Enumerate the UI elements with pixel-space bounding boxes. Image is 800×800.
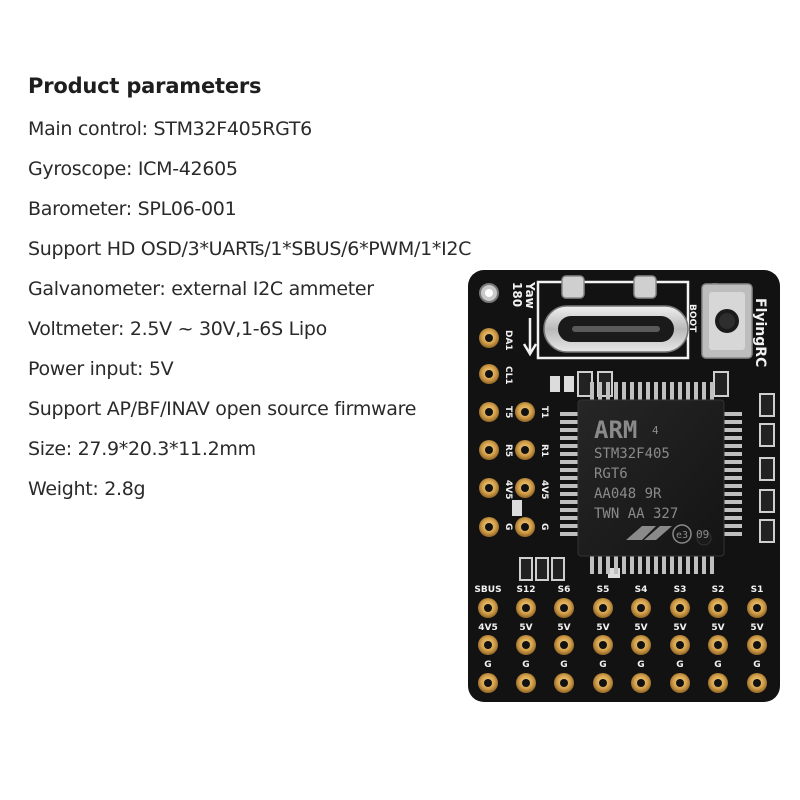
left-pad-column xyxy=(479,328,535,537)
chip-line-2: RGT6 xyxy=(594,466,628,482)
row-label-5v: 5V xyxy=(673,623,686,633)
col-header-s4: S4 xyxy=(635,585,648,595)
chip-code: 09 xyxy=(696,528,709,541)
spec-gyroscope: Gyroscope: ICM-42605 xyxy=(28,158,238,180)
col-header-s12: S12 xyxy=(516,585,535,595)
bottom-pad-grid: SBUS S12 S6 S5 S4 S3 S2 S1 4V5 5V 5V 5V … xyxy=(474,585,767,693)
brand-label: FlyingRC xyxy=(752,298,768,367)
arrow-down-icon xyxy=(522,318,538,357)
pad-label-r5: R5 xyxy=(503,444,513,457)
board-illustration: ARM 4 STM32F405 RGT6 AA048 9R TWN AA 327… xyxy=(468,270,780,702)
row-label-g: G xyxy=(714,660,721,670)
spec-power-input: Power input: 5V xyxy=(28,358,174,380)
usb-c-connector xyxy=(536,275,690,360)
row-label-5v: 5V xyxy=(711,623,724,633)
pad-label-inner-g: G xyxy=(539,523,549,530)
spec-barometer: Barometer: SPL06-001 xyxy=(28,198,237,220)
row-label-5v: 5V xyxy=(519,623,532,633)
pad-label-inner-4v5: 4V5 xyxy=(539,480,549,500)
col-header-s6: S6 xyxy=(558,585,571,595)
row-label-5v: 5V xyxy=(557,623,570,633)
spec-weight: Weight: 2.8g xyxy=(28,478,146,500)
stm32-chip: ARM 4 STM32F405 RGT6 AA048 9R TWN AA 327… xyxy=(560,382,742,574)
boot-label: BOOT xyxy=(687,304,697,333)
flight-controller-board: ARM 4 STM32F405 RGT6 AA048 9R TWN AA 327… xyxy=(466,268,782,704)
pad-label-g: G xyxy=(503,523,513,530)
pad-label-t5: T5 xyxy=(503,406,513,418)
chip-line-4: TWN AA 327 xyxy=(594,506,678,522)
row-label-g: G xyxy=(522,660,529,670)
left-pad-labels: DA1 CL1 T5 R5 4V5 G T1 R1 4V5 G xyxy=(503,330,549,530)
pad-label-r1: R1 xyxy=(539,444,549,457)
col-header-s3: S3 xyxy=(674,585,687,595)
chip-line-1: STM32F405 xyxy=(594,446,670,462)
chip-corner-mark: 4 xyxy=(652,424,659,437)
chip-revision: e3 xyxy=(676,530,688,541)
spec-firmware: Support AP/BF/INAV open source firmware xyxy=(28,398,417,420)
yaw-label: Yaw xyxy=(523,281,537,309)
col-header-s5: S5 xyxy=(597,585,610,595)
spec-title: Product parameters xyxy=(28,74,262,98)
top-silkscreen: Yaw 180 BOOT FlyingRC xyxy=(510,281,768,367)
pad-label-da1: DA1 xyxy=(503,330,513,351)
pad-label-t1: T1 xyxy=(539,406,549,418)
row-label-5v: 5V xyxy=(596,623,609,633)
pad-label-4v5: 4V5 xyxy=(503,480,513,500)
spec-main-control: Main control: STM32F405RGT6 xyxy=(28,118,312,140)
spec-support-ports: Support HD OSD/3*UARTs/1*SBUS/6*PWM/1*I2… xyxy=(28,238,472,260)
row-label-g: G xyxy=(560,660,567,670)
chip-logo: ARM xyxy=(594,416,637,444)
row-label-g: G xyxy=(484,660,491,670)
row-label-g: G xyxy=(753,660,760,670)
col-header-sbus: SBUS xyxy=(474,585,501,595)
row-label-5v: 5V xyxy=(750,623,763,633)
spec-voltmeter: Voltmeter: 2.5V ~ 30V,1-6S Lipo xyxy=(28,318,327,340)
row-label-g: G xyxy=(637,660,644,670)
chip-line-3: AA048 9R xyxy=(594,486,662,502)
col-header-s1: S1 xyxy=(751,585,764,595)
boot-button xyxy=(701,283,753,359)
row-label-4v5: 4V5 xyxy=(478,623,498,633)
pad-label-cl1: CL1 xyxy=(503,366,513,385)
row-label-g: G xyxy=(676,660,683,670)
yaw-angle-label: 180 xyxy=(510,282,524,307)
spec-size: Size: 27.9*20.3*11.2mm xyxy=(28,438,256,460)
row-label-5v: 5V xyxy=(634,623,647,633)
row-label-g: G xyxy=(599,660,606,670)
st-logo-icon xyxy=(626,526,672,540)
col-header-s2: S2 xyxy=(712,585,725,595)
spec-galvanometer: Galvanometer: external I2C ammeter xyxy=(28,278,374,300)
